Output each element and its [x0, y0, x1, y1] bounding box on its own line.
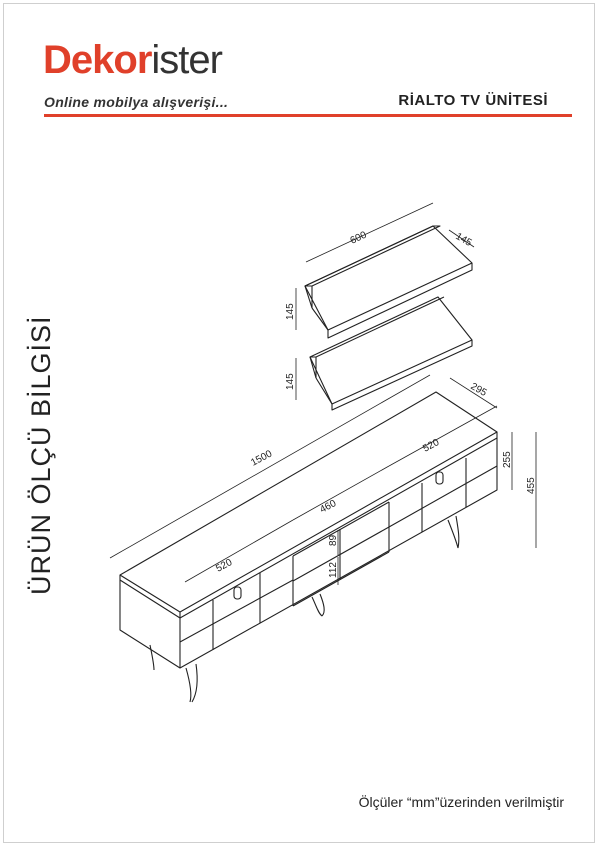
- dim-middle-upper: 89: [328, 534, 339, 546]
- dim-shelf-height-bottom: 145: [285, 373, 296, 390]
- dim-total-height: 455: [526, 477, 537, 494]
- logo-rest-part: ister: [151, 38, 223, 82]
- product-title: RİALTO TV ÜNİTESİ: [398, 92, 548, 109]
- dim-cabinet-height: 255: [502, 451, 513, 468]
- brand-logo: Dekorister: [43, 38, 223, 82]
- dim-shelf-height-top: 145: [285, 303, 296, 320]
- logo-brand-part: Dekor: [43, 38, 152, 82]
- dim-middle-lower: 112: [328, 562, 339, 578]
- dim-shelf-width: 600: [349, 230, 369, 247]
- brand-tagline: Online mobilya alışverişi...: [44, 94, 229, 110]
- upper-shelf: [304, 225, 473, 339]
- lower-shelf: [309, 296, 473, 411]
- page-border: [3, 3, 595, 843]
- dim-unit-width: 1500: [249, 448, 274, 468]
- header-rule: [44, 114, 572, 117]
- dim-unit-depth: 295: [469, 381, 489, 399]
- dim-shelf-depth: 145: [454, 231, 474, 249]
- footer-note: Ölçüler “mm”üzerinden verilmiştir: [358, 794, 564, 810]
- dimension-lines: [109, 202, 537, 585]
- tv-unit: [119, 391, 498, 703]
- dim-middle-section: 460: [318, 498, 338, 516]
- dim-left-section: 520: [214, 557, 234, 575]
- dim-right-section: 520: [421, 437, 441, 455]
